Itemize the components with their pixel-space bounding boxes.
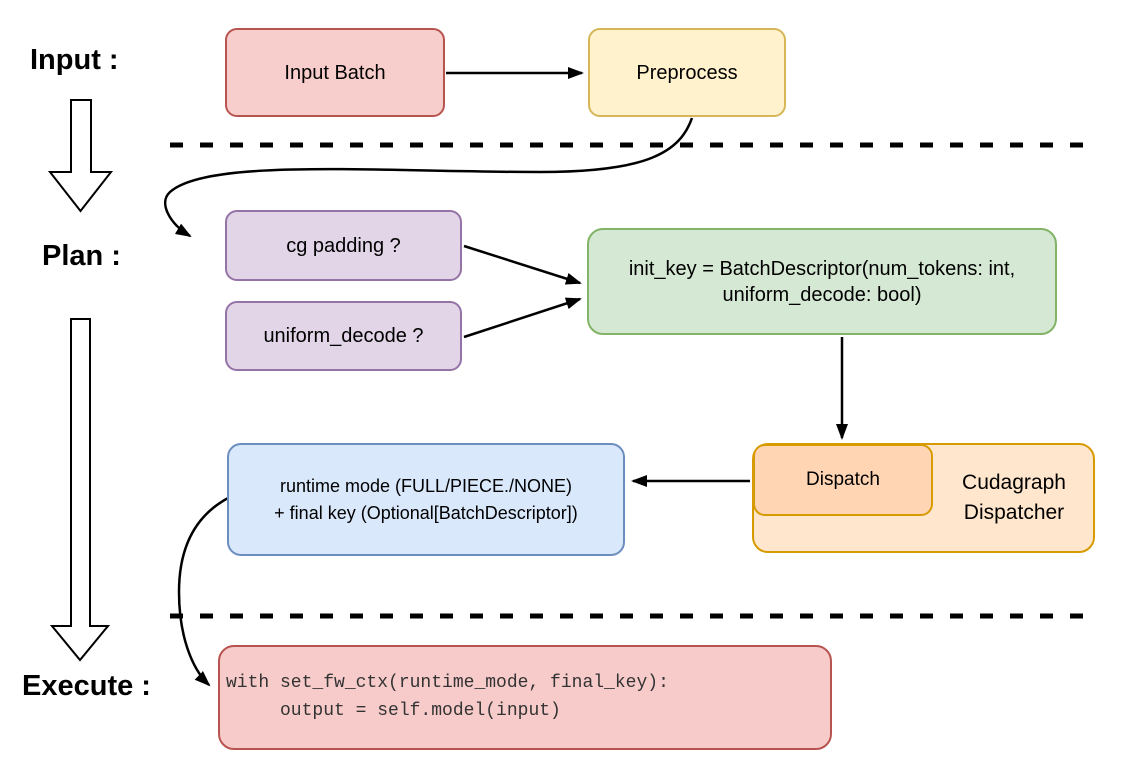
execute-code-line2: output = self.model(input) [226,700,561,721]
node-preprocess-label: Preprocess [636,61,738,84]
cudagraph-label-line1: Cudagraph [962,470,1066,494]
node-cudagraph-dispatcher-label: Cudagraph Dispatcher [933,443,1095,553]
node-cg-padding-label: cg padding ? [286,234,401,257]
node-runtime-mode: runtime mode (FULL/PIECE./NONE) + final … [227,443,625,556]
arrow-uniform-decode-to-init-key [463,297,582,339]
node-init-key: init_key = BatchDescriptor(num_tokens: i… [587,228,1057,335]
node-input-batch-label: Input Batch [284,61,386,84]
node-execute-code: with set_fw_ctx(runtime_mode, final_key)… [218,645,832,750]
node-dispatch-label: Dispatch [806,468,880,490]
hollow-arrow-plan-to-execute [49,318,111,662]
arrow-runtime-mode-to-execute [177,495,231,687]
arrow-cg-padding-to-init-key [463,244,582,285]
arrow-preprocess-to-plan [164,117,694,238]
node-uniform-decode-label: uniform_decode ? [263,325,424,347]
node-init-key-line1: init_key = BatchDescriptor(num_tokens: i… [628,257,1016,280]
node-dispatch: Dispatch [753,444,933,516]
node-init-key-line2: uniform_decode: bool) [722,283,922,306]
node-uniform-decode: uniform_decode ? [225,301,462,371]
stage-label-input: Input : [30,44,119,76]
node-runtime-mode-line2: + final key (Optional[BatchDescriptor]) [274,502,578,523]
node-cg-padding: cg padding ? [225,210,462,281]
node-runtime-mode-line1: runtime mode (FULL/PIECE./NONE) [279,475,573,496]
execute-code-line1: with set_fw_ctx(runtime_mode, final_key)… [226,672,669,693]
node-preprocess: Preprocess [588,28,786,117]
hollow-arrow-input-to-plan [47,99,114,213]
stage-label-plan: Plan : [42,240,121,272]
stage-label-execute: Execute : [22,670,151,702]
cudagraph-label-line2: Dispatcher [963,501,1065,524]
node-input-batch: Input Batch [225,28,445,117]
